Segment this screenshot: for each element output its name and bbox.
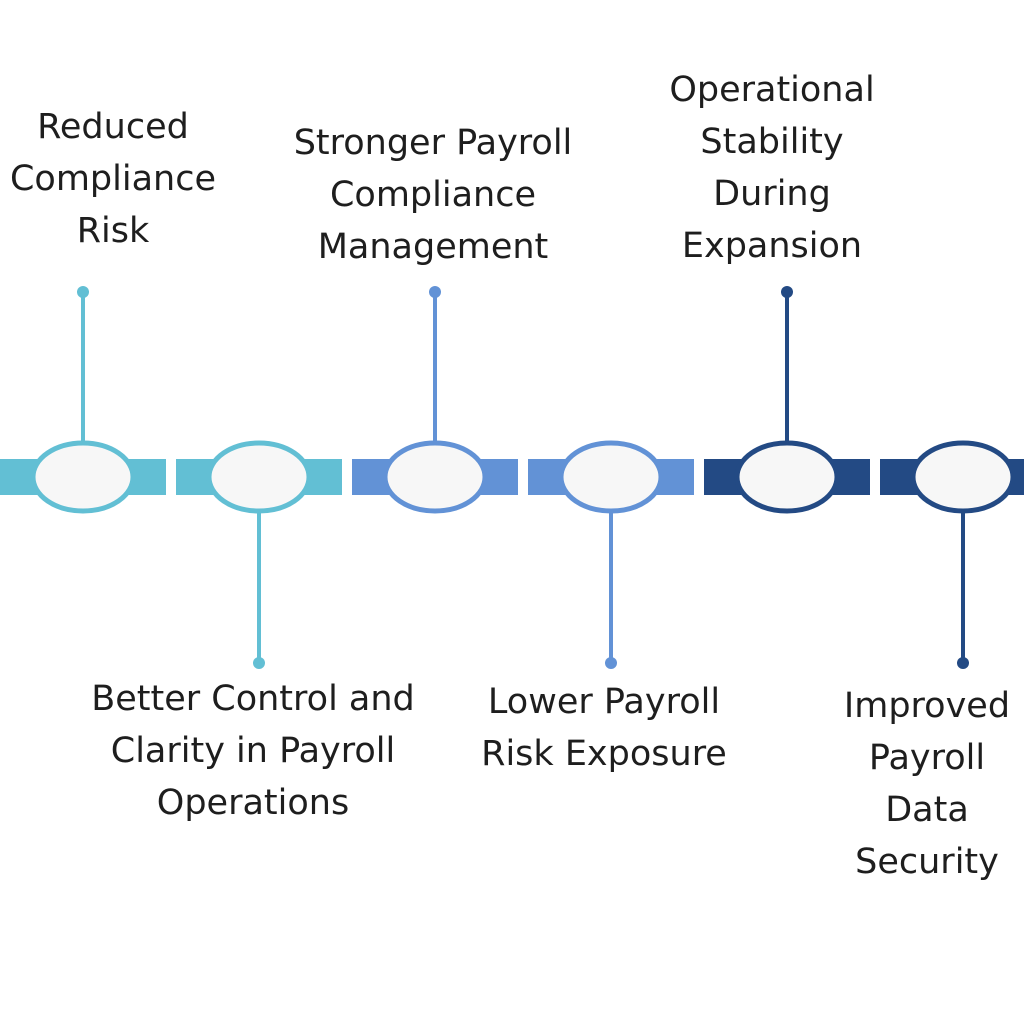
connector-dot-4 — [605, 657, 617, 669]
timeline-node-5 — [734, 440, 840, 514]
connector-dot-3 — [429, 286, 441, 298]
connector-dot-1 — [77, 286, 89, 298]
timeline-node-3 — [382, 440, 488, 514]
milestone-label-4: Lower Payroll Risk Exposure — [481, 682, 727, 774]
milestone-label-6: Improved Payroll Data Security — [843, 686, 1011, 882]
milestone-label-1: Reduced Compliance Risk — [9, 107, 217, 251]
timeline-node-4 — [558, 440, 664, 514]
timeline-node-6 — [910, 440, 1016, 514]
milestone-label-2: Better Control and Clarity in Payroll Op… — [91, 679, 415, 823]
timeline-node-2 — [206, 440, 312, 514]
milestone-label-3: Stronger Payroll Compliance Management — [293, 123, 573, 267]
timeline-node-1 — [30, 440, 136, 514]
connector-dot-2 — [253, 657, 265, 669]
connector-dot-6 — [957, 657, 969, 669]
connector-dot-5 — [781, 286, 793, 298]
milestone-label-5: Operational Stability During Expansion — [669, 70, 875, 266]
